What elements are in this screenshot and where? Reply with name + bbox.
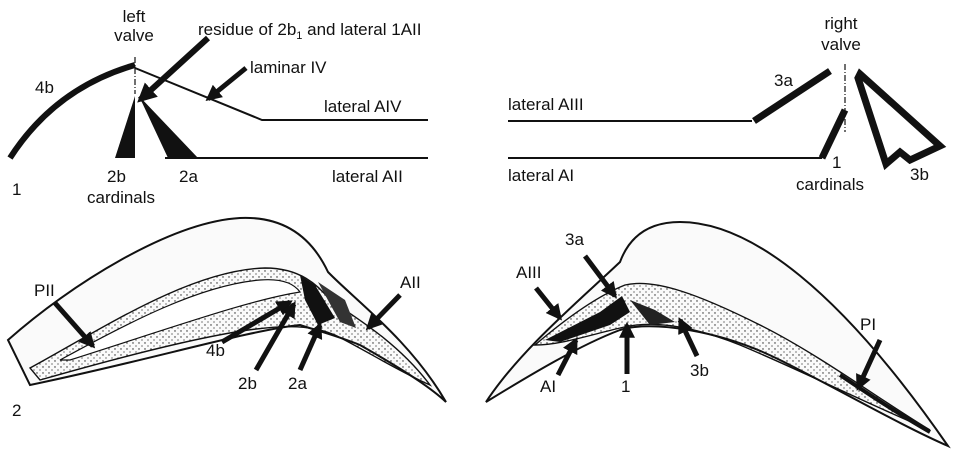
lateral-aiii-label: lateral AIII [508,95,584,114]
aii-shell-arrow [368,295,400,328]
pii-label: PII [34,281,55,300]
shell-3a-label: 3a [565,230,584,249]
lateral-aii-label: lateral AII [332,167,403,186]
tooth-2a-wedge [139,96,198,158]
panel-2-number: 2 [12,401,21,420]
laminar-arrow [208,68,246,99]
tooth-1-bar [822,110,845,158]
right-valve-label-line2: valve [821,35,861,54]
residue-arrow [140,38,208,100]
aiii-arrow [536,288,560,318]
tooth-4b-label: 4b [35,78,54,97]
tooth-4b-arc [10,65,135,158]
tooth-3b-shape [858,74,940,164]
right-cardinals-label: cardinals [796,175,864,194]
tooth-3a-label: 3a [774,71,793,90]
tooth-1-label: 1 [832,153,841,172]
aii-shell-label: AII [400,273,421,292]
left-cardinals-label: cardinals [87,188,155,207]
aiii-label: AIII [516,263,542,282]
residue-label-suffix: and lateral 1AII [302,20,421,39]
tooth-3b-label: 3b [910,165,929,184]
left-valve-label-line2: valve [114,26,154,45]
panel2-right-shell-section: 3a AIII AI 1 3b PI [486,222,948,446]
lateral-ai-label: lateral AI [508,166,574,185]
pi-label: PI [860,315,876,334]
residue-label: residue of 2b1 and lateral 1AII [198,20,422,42]
tooth-2a-label: 2a [179,167,198,186]
shell-1-label: 1 [621,377,630,396]
shell-2a-arrow [300,325,320,370]
lateral-aiv-label: lateral AIV [324,97,402,116]
right-valve-label-line1: right [824,14,857,33]
shell-2a-label: 2a [288,374,307,393]
panel-1-number: 1 [12,180,21,199]
ai-label: AI [540,377,556,396]
laminar-iv-label: laminar IV [250,58,327,77]
residue-label-prefix: residue of 2b [198,20,296,39]
tooth-2b-wedge [115,96,135,158]
panel1-right-valve-schematic: right valve 3a lateral AIII lateral AI 1… [508,14,940,194]
panel1-left-valve-schematic: left valve residue of 2b1 and lateral 1A… [10,7,428,207]
shell-2b-label: 2b [238,374,257,393]
left-valve-label-line1: left [123,7,146,26]
tooth-2b-label: 2b [107,167,126,186]
shell-3b-label: 3b [690,361,709,380]
shell-4b-label: 4b [206,341,225,360]
panel2-left-shell-section: PII AII 4b 2b 2a 2 [8,218,446,420]
